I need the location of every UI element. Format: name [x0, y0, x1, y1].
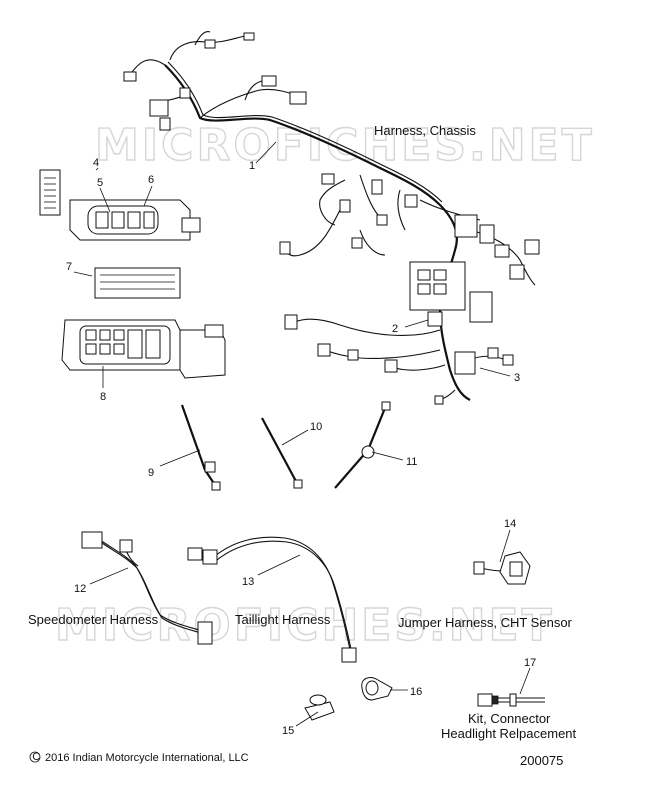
callout-5: 5: [97, 177, 103, 189]
connector: [179, 87, 191, 99]
callout-1: 1: [249, 160, 255, 172]
cable-tie-part-10: [261, 417, 303, 489]
callout-6: 6: [148, 174, 154, 186]
callout-10: 10: [310, 421, 322, 433]
connector: [149, 99, 169, 117]
callout-17: 17: [524, 657, 536, 669]
connector: [469, 291, 493, 323]
cable-tie-part-11: [334, 401, 391, 489]
connector: [243, 32, 255, 41]
copyright-footer: C 2016 Indian Motorcycle International, …: [29, 751, 249, 764]
chassis-harness: [123, 31, 540, 405]
connector: [473, 561, 485, 575]
label-part-7: [94, 267, 181, 299]
connector: [261, 75, 277, 87]
connector: [159, 117, 171, 131]
callout-8: 8: [100, 391, 106, 403]
speedometer-harness-part-12: [81, 531, 213, 645]
connector: [197, 621, 213, 645]
connector: [347, 349, 359, 361]
connector: [502, 354, 514, 366]
connector: [404, 194, 418, 208]
callout-15: 15: [282, 725, 294, 737]
connector: [341, 647, 357, 663]
label-sticker-part-4: [39, 169, 61, 216]
connector: [494, 244, 510, 258]
callout-16: 16: [410, 686, 422, 698]
label-kit-connector: Kit, Connector: [468, 711, 551, 726]
connector: [339, 199, 351, 213]
leader-lines: [73, 141, 531, 727]
taillight-harness-part-13: [187, 536, 357, 663]
connector: [454, 351, 476, 375]
connector: [479, 224, 495, 244]
callout-9: 9: [148, 467, 154, 479]
clip-part-15: [304, 694, 335, 721]
cable-tie-part-9: [180, 404, 221, 491]
connector: [284, 314, 298, 330]
callout-4: 4: [93, 157, 99, 169]
connector: [351, 237, 363, 249]
connector: [509, 264, 525, 280]
callout-14: 14: [504, 518, 516, 530]
callout-7: 7: [66, 261, 72, 273]
connector: [524, 239, 540, 255]
callout-11: 11: [406, 456, 417, 468]
connector-kit-part-17: [477, 693, 545, 707]
connector: [434, 395, 444, 405]
jumper-harness-part-14: [473, 551, 531, 585]
callout-12: 12: [74, 583, 86, 595]
copyright-text: 2016 Indian Motorcycle International, LL…: [45, 752, 249, 764]
copyright-icon: [29, 751, 41, 763]
diagram-code: 200075: [520, 753, 563, 768]
label-jumper-harness: Jumper Harness, CHT Sensor: [398, 615, 573, 630]
connector: [187, 547, 203, 561]
watermark-bottom: MICROFICHES.NET: [55, 600, 555, 651]
callout-13: 13: [242, 576, 254, 588]
connector: [119, 539, 133, 553]
clip-part-16: [361, 677, 393, 701]
connector: [371, 179, 383, 195]
label-headlight-replacement: Headlight Relpacement: [441, 726, 577, 741]
connector: [384, 359, 398, 373]
connector: [427, 311, 443, 327]
fuse-box-part-6: [69, 199, 201, 241]
connector: [376, 214, 388, 226]
connector: [289, 91, 307, 105]
connector: [204, 39, 216, 49]
label-speedometer-harness: Speedometer Harness: [28, 612, 159, 627]
connector: [487, 347, 499, 359]
connector: [123, 71, 137, 82]
connector: [81, 531, 103, 549]
connector: [321, 173, 335, 185]
copyright-symbol: C: [32, 751, 40, 763]
callout-2: 2: [392, 323, 398, 335]
label-harness-chassis: Harness, Chassis: [374, 123, 476, 138]
connector: [317, 343, 331, 357]
connector: [202, 549, 218, 565]
watermark-top: MICROFICHES.NET: [95, 120, 595, 171]
callout-3: 3: [514, 372, 520, 384]
connector: [454, 214, 478, 238]
fuse-box-housing-part-8: [61, 319, 226, 379]
connector: [279, 241, 291, 255]
label-taillight-harness: Taillight Harness: [235, 612, 331, 627]
